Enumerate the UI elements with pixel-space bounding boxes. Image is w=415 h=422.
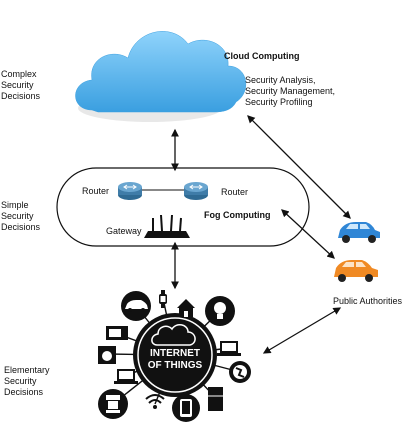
globe-icon	[229, 361, 251, 383]
label-elementary-decisions: Elementary Security Decisions	[4, 365, 50, 397]
home-icon	[177, 299, 195, 317]
gateway-label: Gateway	[106, 226, 142, 236]
wifi-icon	[145, 394, 165, 409]
label-simple-decisions: Simple Security Decisions	[1, 200, 41, 232]
router-right-icon	[184, 182, 208, 200]
cloud-icon	[75, 31, 247, 122]
router-left-label: Router	[82, 186, 110, 196]
iot-authorities-arrow	[262, 307, 342, 354]
laptop-right-icon	[217, 341, 241, 356]
gateway-icon	[144, 214, 190, 238]
watch-icon	[159, 290, 167, 308]
smartphone-icon	[172, 394, 200, 422]
lightbulb-icon	[205, 296, 235, 326]
iot-title-line1: INTERNET	[150, 348, 200, 359]
cloud-computing-title: Cloud Computing	[224, 51, 300, 61]
router-right-label: Router	[221, 187, 249, 197]
router-left-icon	[118, 182, 142, 200]
fog-authorities-arrow	[281, 209, 335, 259]
microwave-icon	[106, 326, 128, 340]
car-device-icon	[121, 291, 151, 321]
car-orange-icon	[334, 260, 378, 282]
iot-title-line2: OF THINGS	[147, 360, 203, 371]
cloud-car-arrow	[247, 115, 351, 219]
fog-computing-title: Fog Computing	[204, 210, 271, 220]
laptop-left-icon	[114, 369, 138, 384]
cloud-computing-description: Security Analysis, Security Management, …	[245, 75, 336, 107]
washing-machine-icon	[98, 346, 116, 364]
fog-boundary	[56, 167, 310, 247]
label-complex-decisions: Complex Security Decisions	[1, 69, 41, 101]
public-authorities-label: Public Authorities	[333, 296, 403, 306]
coffee-machine-icon	[98, 389, 128, 419]
car-blue-icon	[338, 222, 380, 243]
refrigerator-icon	[208, 387, 223, 411]
